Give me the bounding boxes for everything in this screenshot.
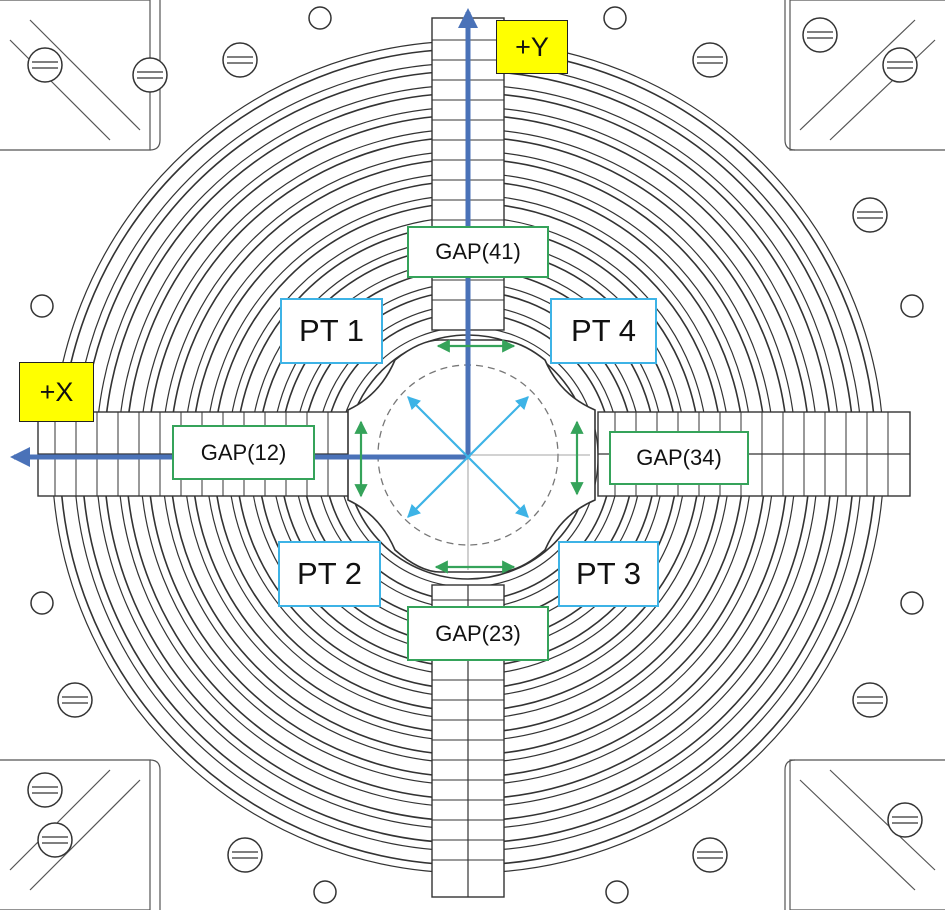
mounting-screw-icon [27,47,63,83]
diagonal-arrow [407,396,469,458]
corner-line-0 [0,0,151,151]
mounting-hole-icon [900,294,924,318]
y-axis-label: +Y [496,20,568,74]
mounting-holes [30,6,924,904]
corner-line-12 [149,0,161,151]
mounting-screw-icon [882,47,918,83]
corner-line-3 [789,0,945,151]
mounting-hole-icon [30,294,54,318]
corner-line-15 [784,759,796,910]
pt-3-label: PT 3 [558,541,659,607]
mounting-screw-icon [887,802,923,838]
gap-23-label: GAP(23) [407,606,549,661]
gap-41-label: GAP(41) [407,226,549,278]
mounting-screw-icon [132,57,168,93]
diagonal-arrow [407,456,469,518]
mounting-hole-icon [30,591,54,615]
corner-line-1 [9,39,111,141]
mounting-screw-icon [692,42,728,78]
corner-line-6 [0,759,151,910]
x-axis-label: +X [19,362,94,422]
corner-line-8 [29,779,141,891]
mounting-screw-icon [852,197,888,233]
mounting-screw-icon [27,772,63,808]
corner-line-7 [9,769,111,871]
corner-line-11 [799,779,916,891]
corner-line-13 [784,0,796,151]
mounting-hole-icon [605,880,629,904]
mounting-hole-icon [313,880,337,904]
corner-line-9 [789,759,945,910]
corner-line-14 [149,759,161,910]
mounting-screw-icon [852,682,888,718]
mounting-screw-icon [57,682,93,718]
corner-line-5 [799,19,916,131]
mounting-screw-icon [222,42,258,78]
corner-line-4 [829,39,936,141]
mounting-hole-icon [900,591,924,615]
corner-line-2 [29,19,141,131]
pt-2-label: PT 2 [278,541,381,607]
mounting-screw-icon [227,837,263,873]
mounting-hole-icon [308,6,332,30]
mounting-screw-icon [37,822,73,858]
gap-12-label: GAP(12) [172,425,315,480]
mounting-hole-icon [603,6,627,30]
gap-34-label: GAP(34) [609,431,749,485]
mounting-screw-icon [802,17,838,53]
mounting-screw-icon [692,837,728,873]
diagonal-arrow [467,396,529,458]
corner-line-10 [829,769,936,871]
pt-1-label: PT 1 [280,298,383,364]
diagonal-arrow [467,456,529,518]
pt-4-label: PT 4 [550,298,657,364]
